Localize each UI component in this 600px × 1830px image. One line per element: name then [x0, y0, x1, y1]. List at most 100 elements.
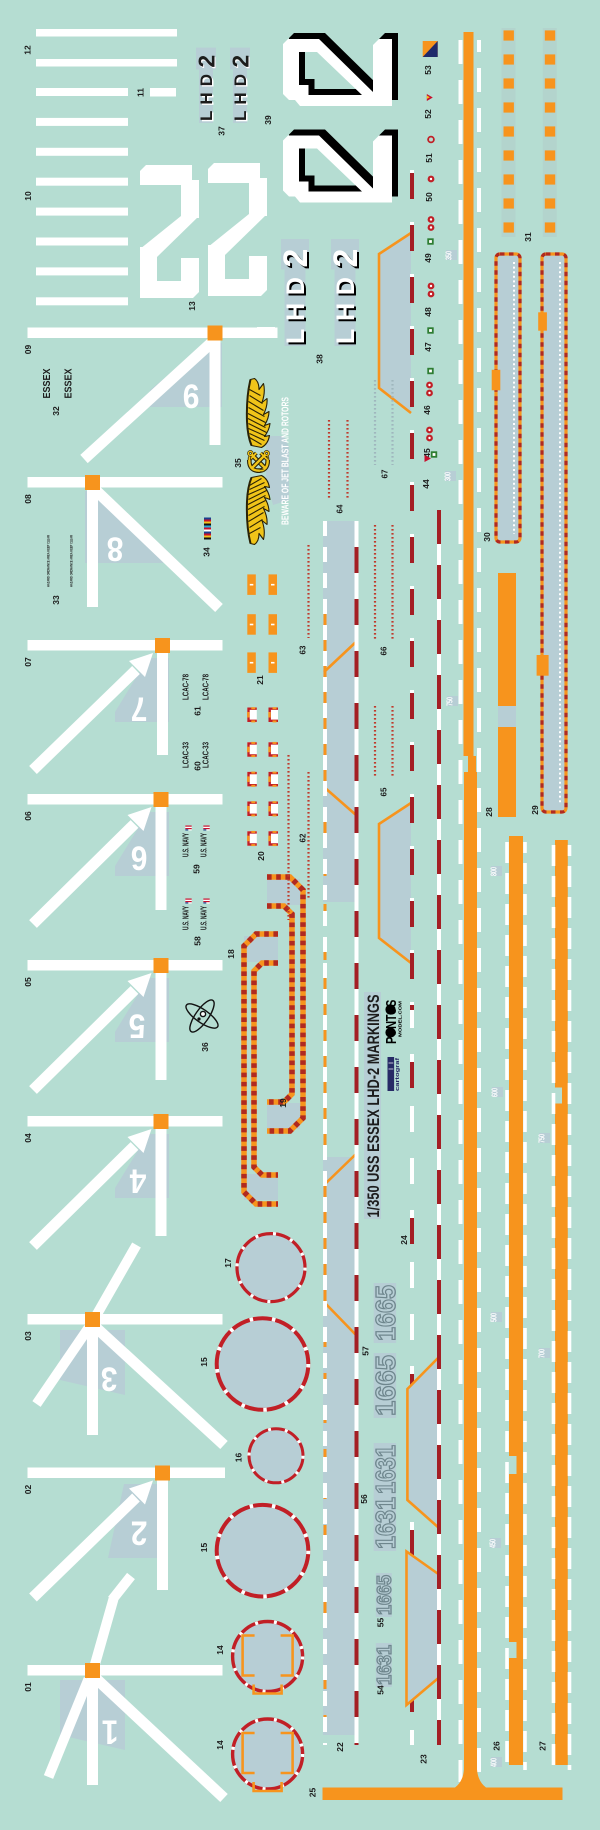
svg-text:37: 37: [217, 126, 227, 136]
svg-text:36: 36: [200, 1042, 210, 1052]
svg-text:BEWARE OF JET BLAST AND ROTORS: BEWARE OF JET BLAST AND ROTORS: [281, 397, 292, 525]
svg-text:2: 2: [277, 249, 315, 268]
svg-text:450: 450: [489, 1539, 498, 1548]
svg-text:2: 2: [279, 251, 317, 270]
svg-text:14: 14: [215, 1740, 225, 1750]
svg-text:700: 700: [538, 1349, 547, 1358]
svg-text:46: 46: [422, 405, 432, 415]
svg-text:2: 2: [229, 56, 255, 69]
svg-text:1631: 1631: [374, 1645, 396, 1685]
svg-text:24: 24: [399, 1235, 409, 1245]
svg-text:2: 2: [131, 1514, 148, 1552]
svg-text:65: 65: [380, 787, 389, 796]
svg-text:11: 11: [136, 88, 146, 97]
svg-text:2: 2: [329, 251, 367, 270]
svg-text:62: 62: [299, 833, 308, 842]
svg-text:16: 16: [234, 1453, 244, 1463]
svg-text:5: 5: [129, 1007, 146, 1045]
svg-text:01: 01: [23, 1682, 33, 1692]
svg-text:26: 26: [492, 1741, 502, 1751]
svg-text:14: 14: [215, 1645, 225, 1655]
svg-text:07: 07: [23, 657, 33, 667]
svg-text:U.S. NAVY: U.S. NAVY: [200, 833, 209, 857]
svg-text:ESSEX: ESSEX: [41, 369, 53, 399]
svg-text:2: 2: [195, 56, 221, 69]
svg-text:U.S. NAVY: U.S. NAVY: [182, 906, 191, 930]
svg-text:27: 27: [538, 1741, 548, 1751]
svg-text:39: 39: [263, 115, 273, 125]
svg-text:58: 58: [193, 936, 203, 946]
svg-text:63: 63: [299, 645, 308, 654]
svg-text:04: 04: [23, 1133, 33, 1143]
svg-text:LCAC-78: LCAC-78: [201, 674, 211, 700]
svg-text:60: 60: [193, 761, 203, 771]
svg-text:52: 52: [423, 109, 433, 119]
svg-text:LHD: LHD: [282, 277, 310, 344]
svg-text:300: 300: [444, 472, 453, 481]
svg-text:50: 50: [424, 192, 434, 202]
svg-text:LCAC-33: LCAC-33: [181, 742, 191, 768]
svg-text:66: 66: [380, 646, 389, 655]
svg-text:LHD: LHD: [231, 74, 250, 121]
svg-text:6: 6: [131, 839, 148, 877]
svg-text:35: 35: [233, 458, 243, 468]
svg-text:ESSEX: ESSEX: [63, 369, 75, 399]
svg-text:1665: 1665: [374, 1575, 396, 1615]
svg-text:34: 34: [202, 547, 212, 557]
svg-text:U.S. NAVY: U.S. NAVY: [200, 906, 209, 930]
svg-text:20: 20: [256, 851, 266, 861]
svg-text:32: 32: [51, 406, 61, 416]
svg-text:67: 67: [381, 469, 390, 478]
svg-text:MODEL.COM: MODEL.COM: [398, 1001, 403, 1037]
svg-text:600: 600: [491, 1088, 500, 1097]
svg-text:23: 23: [419, 1754, 429, 1764]
svg-text:47: 47: [423, 342, 433, 352]
svg-text:4: 4: [130, 1162, 147, 1200]
svg-text:09: 09: [23, 345, 33, 355]
svg-text:13: 13: [187, 301, 197, 311]
svg-text:22: 22: [335, 1742, 345, 1752]
svg-text:06: 06: [23, 811, 33, 821]
svg-text:9: 9: [183, 377, 200, 415]
svg-text:44: 44: [421, 479, 431, 489]
svg-text:350: 350: [445, 251, 454, 260]
svg-text:750: 750: [446, 697, 455, 706]
svg-text:25: 25: [308, 1788, 318, 1798]
svg-text:21: 21: [255, 675, 265, 685]
svg-text:3: 3: [101, 1360, 118, 1398]
svg-text:38: 38: [315, 354, 325, 364]
svg-text:500: 500: [490, 1313, 499, 1322]
svg-text:LCAC-78: LCAC-78: [181, 674, 191, 700]
svg-text:53: 53: [423, 65, 433, 75]
svg-text:61: 61: [193, 706, 203, 716]
svg-text:54: 54: [376, 1685, 386, 1695]
svg-text:51: 51: [424, 153, 434, 163]
svg-text:56: 56: [359, 1494, 369, 1504]
svg-text:LHD: LHD: [197, 74, 216, 121]
svg-text:15: 15: [199, 1543, 209, 1553]
svg-text:8: 8: [107, 530, 124, 568]
svg-text:1665: 1665: [370, 1285, 401, 1341]
svg-text:29: 29: [530, 805, 540, 815]
svg-text:HAZARD ORDNANCE AREA KEEP CLEA: HAZARD ORDNANCE AREA KEEP CLEAR: [70, 534, 74, 587]
svg-text:59: 59: [192, 864, 202, 874]
svg-text:1631: 1631: [370, 1445, 401, 1494]
svg-text:45: 45: [422, 448, 432, 458]
svg-text:49: 49: [423, 253, 433, 263]
svg-text:15: 15: [199, 1357, 209, 1367]
svg-text:08: 08: [23, 494, 33, 504]
svg-text:2: 2: [227, 55, 253, 68]
svg-text:03: 03: [23, 1331, 33, 1341]
svg-text:55: 55: [376, 1618, 386, 1628]
svg-text:LHD: LHD: [284, 279, 312, 346]
svg-text:33: 33: [51, 595, 61, 605]
svg-text:LHD: LHD: [332, 277, 360, 344]
svg-text:2: 2: [193, 55, 219, 68]
svg-text:1/350 USS ESSEX LHD-2 MARKINGS: 1/350 USS ESSEX LHD-2 MARKINGS: [364, 995, 383, 1218]
svg-text:64: 64: [336, 504, 345, 513]
svg-text:02: 02: [23, 1485, 33, 1495]
svg-text:LCAC-33: LCAC-33: [201, 742, 211, 768]
svg-text:31: 31: [523, 232, 533, 242]
svg-text:U.S. NAVY: U.S. NAVY: [182, 833, 191, 857]
svg-text:400: 400: [490, 1758, 499, 1767]
